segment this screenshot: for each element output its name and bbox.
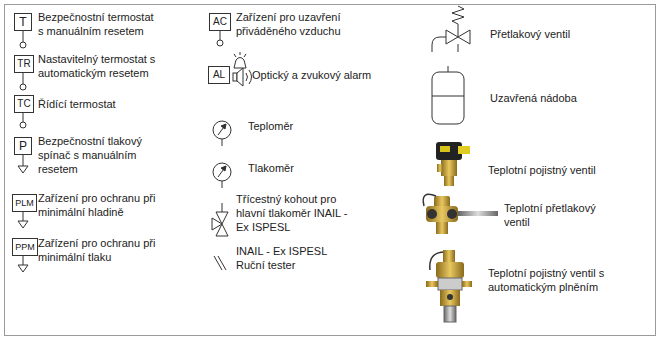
symbol-box: PLM <box>12 194 37 212</box>
symbol-box: PPM <box>12 238 38 256</box>
symbol-description: Bezpečnostní tlakový spínač s manuálním … <box>38 134 150 176</box>
symbol-description: Teplotní pojistný ventil <box>488 163 638 177</box>
symbol-stems <box>18 6 470 272</box>
symbol-description: Teplotní přetlakový ventil <box>504 201 612 229</box>
symbol-letter: T <box>19 15 26 29</box>
auto-fill-valve-picture <box>426 250 472 322</box>
symbol-description: Zařízení pro ochranu při minimální hladi… <box>38 191 158 219</box>
symbol-box: P <box>14 137 32 155</box>
symbol-letter: PPM <box>15 242 35 252</box>
symbol-description: INAIL - Ex ISPESL Ruční tester <box>236 244 340 272</box>
symbol-box: T <box>14 13 32 31</box>
symbol-description: Zařízení pro ochranu při minimální tlaku <box>38 236 174 264</box>
symbol-box: AC <box>209 13 231 31</box>
symbol-letter: PLM <box>15 198 34 208</box>
symbol-letter: P <box>19 139 27 153</box>
symbol-description: Nastavitelný termostat s automatickým re… <box>38 52 170 80</box>
symbol-letter: AL <box>213 69 225 80</box>
temperature-relief-valve-picture <box>423 194 498 234</box>
symbol-description: Bezpečnostní termostat s manuálním reset… <box>38 10 160 38</box>
symbol-letter: AC <box>213 16 227 27</box>
symbol-description: Teplotní pojistný ventil s automatickým … <box>488 266 628 294</box>
symbol-description: Uzavřená nádoba <box>490 91 640 105</box>
symbol-box: TR <box>14 55 34 73</box>
symbol-box: AL <box>208 66 230 84</box>
symbol-letter: TC <box>17 98 30 109</box>
symbol-description: Přetlakový ventil <box>490 27 640 41</box>
symbol-description: Optický a zvukový alarm <box>252 68 402 82</box>
symbol-description: Tlakoměr <box>248 161 398 175</box>
symbol-description: Zařízení pro uzavření přiváděného vzduch… <box>236 10 364 38</box>
symbol-description: Třícestný kohout pro hlavní tlakoměr INA… <box>236 192 348 234</box>
symbol-box: TC <box>14 95 34 113</box>
symbol-letter: TR <box>17 58 30 69</box>
symbol-description: Teploměr <box>248 119 398 133</box>
safety-valve-picture <box>436 142 470 186</box>
symbol-description: Řídící termostat <box>38 97 188 111</box>
